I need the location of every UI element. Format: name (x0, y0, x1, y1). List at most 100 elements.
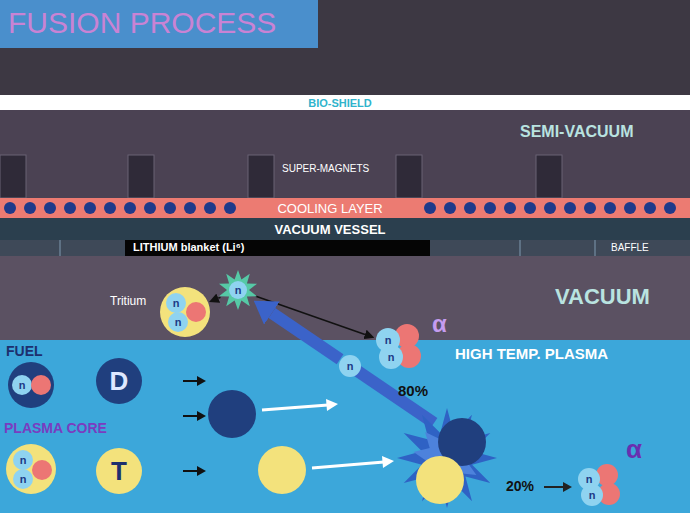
node-label: VACUUM VESSEL (275, 223, 386, 236)
coolant-pipe (64, 202, 76, 214)
vacuum-region (0, 256, 690, 340)
node-label: T (111, 458, 127, 484)
arrow-head (197, 376, 206, 386)
particle-label: n (385, 335, 392, 346)
impact-splash (219, 270, 257, 310)
connector-arrow (218, 297, 220, 299)
particle-label: n (20, 474, 27, 485)
particle-shape (576, 462, 622, 508)
nucleon (166, 293, 186, 313)
node-label: HIGH TEMP. PLASMA (455, 346, 608, 361)
coolant-pipe (444, 202, 456, 214)
coolant-pipe (624, 202, 636, 214)
coolant-pipe (424, 202, 436, 214)
node-label: COOLING LAYER (277, 202, 382, 215)
coolant-pipe (104, 202, 116, 214)
particle-label: n (586, 474, 593, 485)
coolant-pipe (4, 202, 16, 214)
coolant-pipe (124, 202, 136, 214)
particle-shape (160, 287, 210, 337)
alpha-particle: αnn (576, 462, 622, 508)
magnet-block (396, 155, 422, 198)
divider (60, 240, 61, 256)
part-label: PLASMA CORE (4, 421, 107, 435)
cooling-layer-band (0, 198, 690, 218)
particle-label: LITHIUM blanket (Li⁶) (133, 242, 244, 253)
coolant-pipe (24, 202, 36, 214)
motion-arrows (262, 399, 394, 468)
particle-label: n (175, 317, 182, 328)
neutron-impact: n (218, 272, 258, 308)
nucleon (12, 375, 32, 395)
divider (595, 240, 596, 256)
nucleon (379, 345, 403, 369)
coolant-pipe (524, 202, 536, 214)
top-ground (0, 0, 690, 95)
particle-label: BIO-SHIELD (308, 98, 372, 109)
tritium-nucleus (416, 456, 464, 504)
magnet-block (248, 155, 274, 198)
arrow-head (382, 456, 394, 468)
nucleon (339, 355, 361, 377)
neutron: n (339, 355, 361, 377)
coolant-pipe (204, 202, 216, 214)
plasma-region (0, 340, 690, 513)
nucleon (96, 448, 142, 494)
magnet-block (128, 155, 154, 198)
title: FUSION PROCESS (8, 8, 276, 38)
nucleon (8, 362, 54, 408)
vacuum-vessel: VACUUM VESSEL (0, 218, 690, 240)
vacuum-vessel-band (0, 218, 690, 240)
part-label: 20% (506, 479, 534, 493)
particle-shape (6, 444, 56, 494)
node-label: α (626, 436, 642, 462)
coolant-pipes (4, 202, 676, 214)
nucleon (6, 444, 56, 494)
arrow-head (197, 411, 206, 421)
coolant-pipe (84, 202, 96, 214)
node-label: α (432, 312, 447, 336)
tritium-symbol: T (96, 448, 142, 494)
coolant-pipe (484, 202, 496, 214)
title-box (0, 0, 318, 48)
coolant-pipe (464, 202, 476, 214)
particle-label: n (589, 490, 596, 501)
node-label: Tritium (110, 295, 146, 307)
tritium-fuel: nn (6, 444, 56, 494)
nucleon (160, 287, 210, 337)
tritium-nucleus (258, 446, 306, 494)
particle-shape (374, 322, 422, 370)
alpha-particle: αnn (374, 322, 422, 370)
coolant-pipe (604, 202, 616, 214)
arrow-shaft (262, 405, 328, 410)
fusion-burst (397, 408, 497, 508)
particle-label: n (20, 455, 27, 466)
arrow-head (326, 399, 338, 411)
particle-label: n (347, 361, 354, 372)
baffle-strip (0, 240, 690, 256)
arrow-head (563, 482, 572, 492)
node-label: D (110, 368, 129, 394)
vacuum: VACUUMTritiumnnn (0, 256, 690, 340)
semi-vacuum-region (0, 110, 690, 198)
nucleon (168, 312, 188, 332)
magnet-block (536, 155, 562, 198)
divider (520, 240, 521, 256)
nucleon (31, 375, 51, 395)
nucleon (581, 484, 603, 506)
deuterium-nucleus (208, 390, 256, 438)
deuterium-symbol: D (96, 358, 142, 404)
coolant-pipe (44, 202, 56, 214)
node-label: VACUUM (555, 286, 650, 308)
part-label: 80% (398, 383, 428, 398)
coolant-pipe (504, 202, 516, 214)
coolant-pipe (544, 202, 556, 214)
nucleon (186, 302, 206, 322)
fuel-arrows (183, 376, 206, 476)
semi-vacuum: SEMI-VACUUM (0, 110, 690, 198)
part-label: FUEL (6, 344, 43, 358)
coolant-pipe (664, 202, 676, 214)
particle-label: n (235, 285, 242, 296)
super-magnets (0, 155, 562, 198)
coolant-pipe (164, 202, 176, 214)
